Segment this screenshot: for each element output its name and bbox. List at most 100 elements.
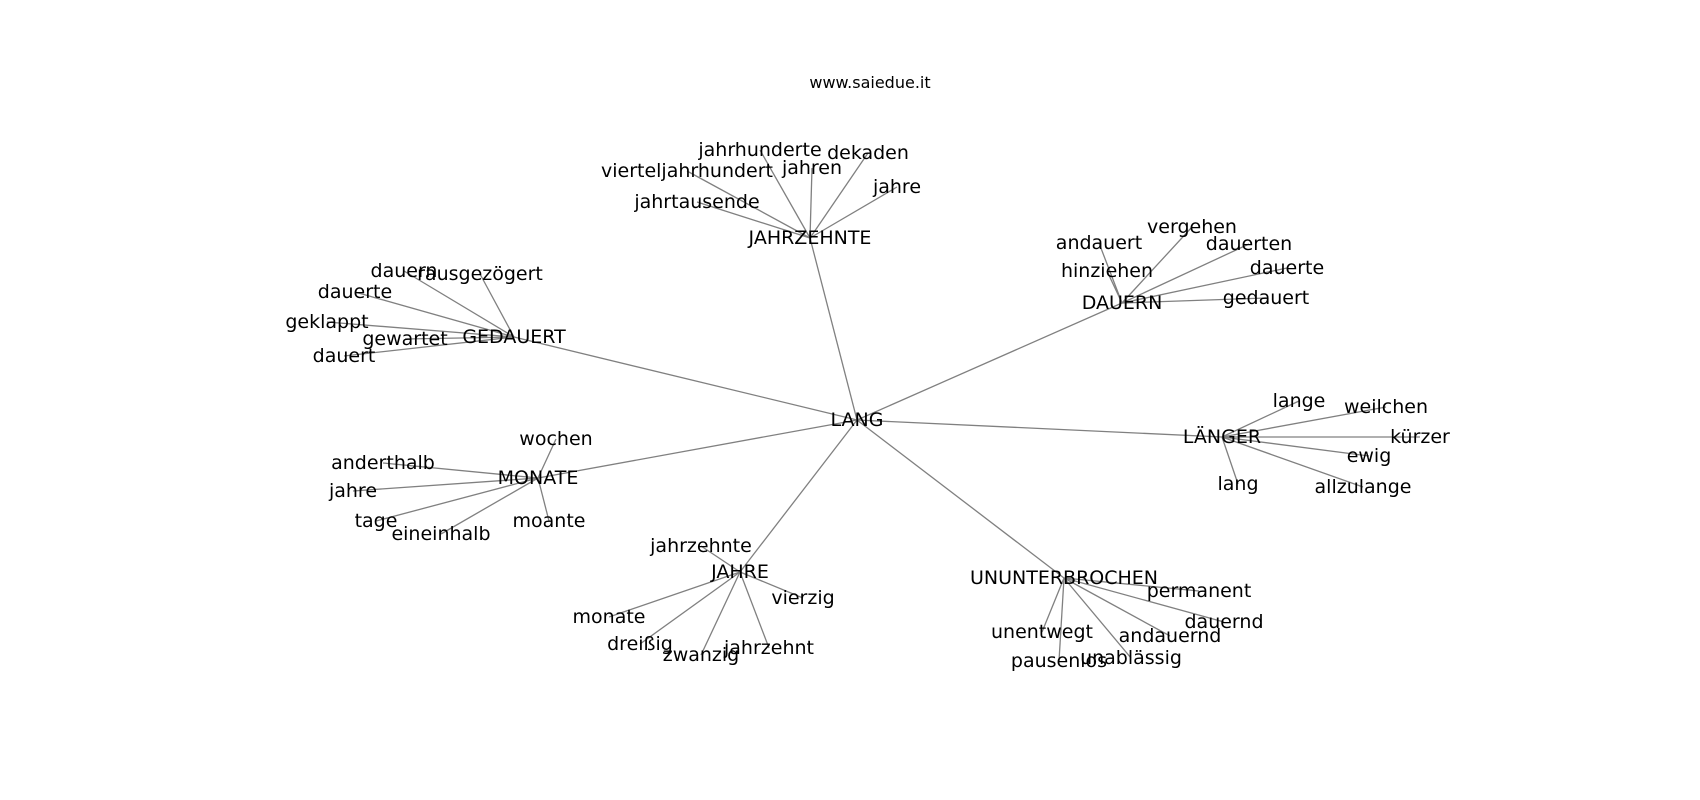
hub-node-laenger: LÄNGER xyxy=(1183,425,1261,448)
edge-center-laenger xyxy=(856,419,1223,438)
edge-dauern-dauerte xyxy=(1121,267,1288,304)
edge-ununterbrochen-pausenlos xyxy=(1058,577,1065,662)
edge-jahrzehnte-jahrtausende xyxy=(696,201,811,239)
edge-laenger-allzulange xyxy=(1221,436,1364,488)
edge-dauern-dauerten xyxy=(1121,243,1250,304)
edge-ununterbrochen-andauernd xyxy=(1063,577,1171,637)
leaf-node-dekaden: dekaden xyxy=(827,142,909,164)
leaf-node-vierteljahrhundert: vierteljahrhundert xyxy=(601,160,773,182)
hub-node-monate: MONATE xyxy=(498,467,579,489)
leaf-node-moante: moante xyxy=(513,510,586,532)
edge-monate-moante xyxy=(537,477,550,522)
edge-center-jahre xyxy=(739,419,858,573)
edge-center-jahrzehnte xyxy=(809,237,858,421)
edge-monate-eineinhalb xyxy=(440,477,539,535)
leaf-node-dreissig: dreißig xyxy=(607,633,673,655)
edge-jahrzehnte-dekaden xyxy=(809,152,869,239)
hub-node-jahre: JAHRE xyxy=(710,561,769,583)
leaf-node-vierzig: vierzig xyxy=(771,587,834,609)
edge-laenger-weilchen xyxy=(1221,406,1387,438)
leaf-node-dauernd: dauernd xyxy=(1184,611,1263,633)
edge-dauern-vergehen xyxy=(1121,226,1193,304)
edge-ununterbrochen-unentwegt xyxy=(1041,577,1065,633)
leaf-node-rausgezoegert: rausgezögert xyxy=(417,263,543,285)
edge-ununterbrochen-permanent xyxy=(1063,577,1200,592)
hub-node-ununterbrochen: UNUNTERBROCHEN xyxy=(970,567,1158,589)
edge-jahrzehnte-jahre xyxy=(809,186,898,239)
leaf-node-jahre: jahre xyxy=(328,480,377,502)
edge-center-ununterbrochen xyxy=(856,419,1065,579)
leaf-node-andauernd: andauernd xyxy=(1119,625,1222,647)
leaf-node-jahren: jahren xyxy=(781,157,842,179)
leaf-node-andauert: andauert xyxy=(1056,232,1142,254)
leaf-node-pausenlos: pausenlos xyxy=(1011,650,1107,672)
leaf-node-dauert: dauert xyxy=(313,345,376,367)
leaf-node-geklappt: geklappt xyxy=(285,311,368,333)
leaf-node-dauerte: dauerte xyxy=(318,281,392,303)
leaf-node-jahre: jahre xyxy=(872,176,921,198)
graph-labels: LANG JAHRZEHNTE jahrhunderte dekaden viertel… xyxy=(285,139,1450,672)
leaf-node-jahrzehnte: jahrzehnte xyxy=(649,535,752,557)
edge-jahre-vierzig xyxy=(739,571,804,599)
edge-jahrzehnte-jahren xyxy=(809,167,813,239)
leaf-node-weilchen: weilchen xyxy=(1344,396,1428,418)
leaf-node-eineinhalb: eineinhalb xyxy=(391,523,490,545)
leaf-node-unentwegt: unentwegt xyxy=(991,621,1093,643)
leaf-node-kuerzer: kürzer xyxy=(1390,426,1450,448)
hub-node-dauern: DAUERN xyxy=(1082,292,1163,314)
edge-jahre-monate xyxy=(608,571,741,618)
leaf-node-anderthalb: anderthalb xyxy=(331,452,435,474)
edge-laenger-ewig xyxy=(1221,436,1370,457)
edge-center-monate xyxy=(537,419,858,479)
edge-jahrzehnte-jahrhunderte xyxy=(759,149,811,239)
leaf-node-vergehen: vergehen xyxy=(1147,216,1237,238)
edge-monate-anderthalb xyxy=(382,462,539,479)
edge-dauern-gedauert xyxy=(1121,297,1267,304)
edge-ununterbrochen-unablaessig xyxy=(1063,577,1132,659)
leaf-node-jahrzehnt: jahrzehnt xyxy=(723,637,814,659)
edge-laenger-lang xyxy=(1221,436,1239,485)
leaf-node-unablaessig: unablässig xyxy=(1080,647,1182,669)
leaf-node-tage: tage xyxy=(355,510,398,532)
edge-jahre-dreissig xyxy=(639,571,741,645)
leaf-node-permanent: permanent xyxy=(1147,580,1252,602)
center-node-label: LANG xyxy=(831,409,884,431)
edge-dauern-hinziehen xyxy=(1106,270,1123,304)
leaf-node-gewartet: gewartet xyxy=(362,328,447,350)
edge-jahre-zwanzig xyxy=(700,571,741,656)
leaf-node-jahrtausende: jahrtausende xyxy=(633,191,759,213)
leaf-node-monate: monate xyxy=(573,606,646,628)
leaf-node-hinziehen: hinziehen xyxy=(1061,260,1153,282)
edge-gedauert-dauerte xyxy=(354,291,515,338)
leaf-node-wochen: wochen xyxy=(519,428,592,450)
edge-monate-wochen xyxy=(537,438,557,479)
edge-gedauert-dauern xyxy=(403,270,515,338)
edge-gedauert-geklappt xyxy=(326,321,515,338)
leaf-node-gedauert: gedauert xyxy=(1223,287,1309,309)
leaf-node-dauerten: dauerten xyxy=(1206,233,1292,255)
leaf-node-allzulange: allzulange xyxy=(1315,476,1412,498)
edge-ununterbrochen-dauernd xyxy=(1063,577,1225,623)
leaf-node-dauerte: dauerte xyxy=(1250,257,1324,279)
leaf-node-lange: lange xyxy=(1273,390,1326,412)
edge-center-dauern xyxy=(856,302,1123,421)
edge-monate-jahre xyxy=(352,477,539,492)
edge-jahre-jahrzehnte xyxy=(700,545,741,573)
leaf-node-ewig: ewig xyxy=(1347,445,1392,467)
hub-node-gedauert: GEDAUERT xyxy=(462,326,566,348)
edge-laenger-lange xyxy=(1221,400,1300,438)
leaf-node-dauern: dauern xyxy=(371,260,438,282)
leaf-node-jahrhunderte: jahrhunderte xyxy=(697,139,821,161)
edge-dauern-andauert xyxy=(1098,242,1123,304)
site-title: www.saiedue.it xyxy=(809,73,930,92)
leaf-node-lang: lang xyxy=(1217,473,1258,495)
edge-jahrzehnte-vierteljahrhundert xyxy=(686,170,811,239)
edge-jahre-jahrzehnt xyxy=(739,571,770,649)
edge-gedauert-rausgezoegert xyxy=(479,273,515,338)
graph-edges xyxy=(326,149,1420,662)
edge-gedauert-dauert xyxy=(343,336,515,357)
edge-center-gedauert xyxy=(513,336,858,421)
edge-gedauert-gewartet xyxy=(404,336,515,340)
hub-node-jahrzehnte: JAHRZEHNTE xyxy=(748,227,872,249)
